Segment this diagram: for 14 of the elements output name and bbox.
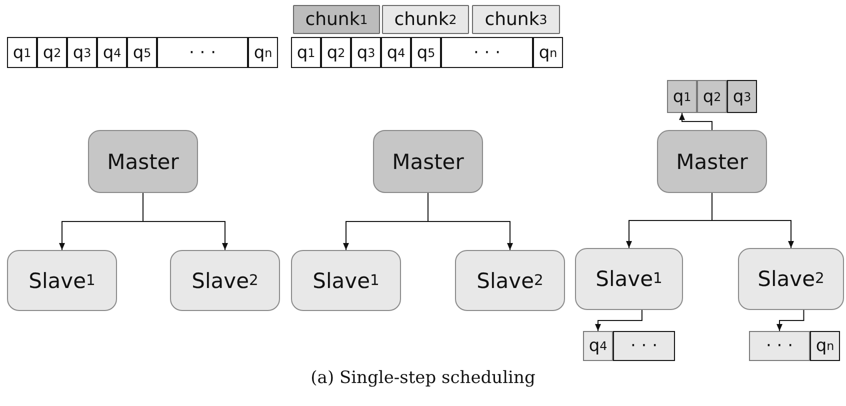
array-cell: · · · xyxy=(441,37,533,68)
arrow xyxy=(712,192,794,248)
array-cell: · · · xyxy=(613,331,675,361)
arrow xyxy=(595,310,642,332)
caption: (a) Single-step scheduling xyxy=(310,368,536,388)
arrow xyxy=(776,310,804,332)
master-box: Master xyxy=(373,130,483,193)
master-box: Master xyxy=(657,130,767,193)
arrow xyxy=(428,192,513,250)
arrow xyxy=(142,192,228,250)
arrow xyxy=(679,112,712,130)
array-cell: · · · xyxy=(157,37,248,68)
array-cell: · · · xyxy=(749,331,810,361)
master-box: Master xyxy=(88,130,198,193)
